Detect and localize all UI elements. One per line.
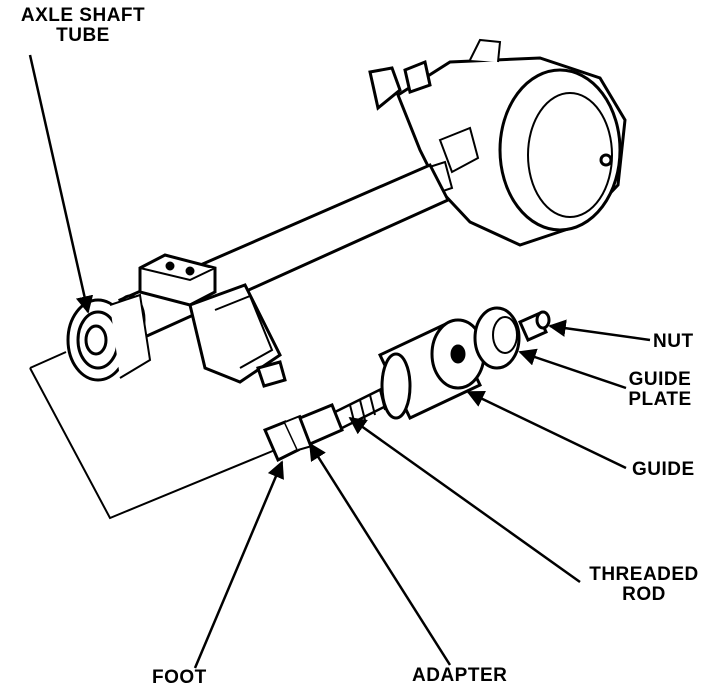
label-guide-plate-line1: GUIDE	[628, 369, 692, 390]
label-guide-plate-line2: PLATE	[628, 389, 692, 410]
leader-axle-shaft-tube	[28, 54, 94, 314]
label-axle-shaft-tube: AXLE SHAFT TUBE	[8, 6, 158, 46]
label-guide-plate: GUIDE PLATE	[620, 370, 700, 410]
guide-plate-part	[473, 306, 521, 370]
label-axle-shaft-tube-line1: AXLE SHAFT	[20, 5, 146, 26]
axle-end-flange	[66, 293, 152, 382]
control-arm-bracket	[188, 283, 287, 388]
label-nut: NUT	[653, 331, 694, 352]
leader-guide-plate	[518, 348, 627, 390]
guide-part	[377, 318, 486, 420]
label-threaded-rod: THREADED ROD	[585, 565, 703, 605]
label-threaded-rod-line1: THREADED	[589, 564, 699, 585]
differential-housing	[368, 38, 627, 247]
adapter-part	[298, 403, 344, 447]
leader-nut	[548, 319, 651, 342]
label-guide: GUIDE	[632, 459, 695, 480]
leader-threaded-rod	[348, 416, 581, 584]
leader-adapter	[308, 442, 452, 666]
spring-seat-bracket	[138, 253, 217, 307]
leader-lines	[28, 54, 651, 669]
label-foot: FOOT	[152, 667, 207, 688]
leader-foot	[193, 460, 284, 669]
leader-guide	[466, 390, 627, 470]
nut-part	[518, 310, 551, 342]
label-axle-shaft-tube-line2: TUBE	[56, 25, 110, 46]
label-threaded-rod-line2: ROD	[622, 584, 666, 605]
label-adapter: ADAPTER	[412, 665, 508, 686]
assembly-path-line	[29, 351, 276, 520]
